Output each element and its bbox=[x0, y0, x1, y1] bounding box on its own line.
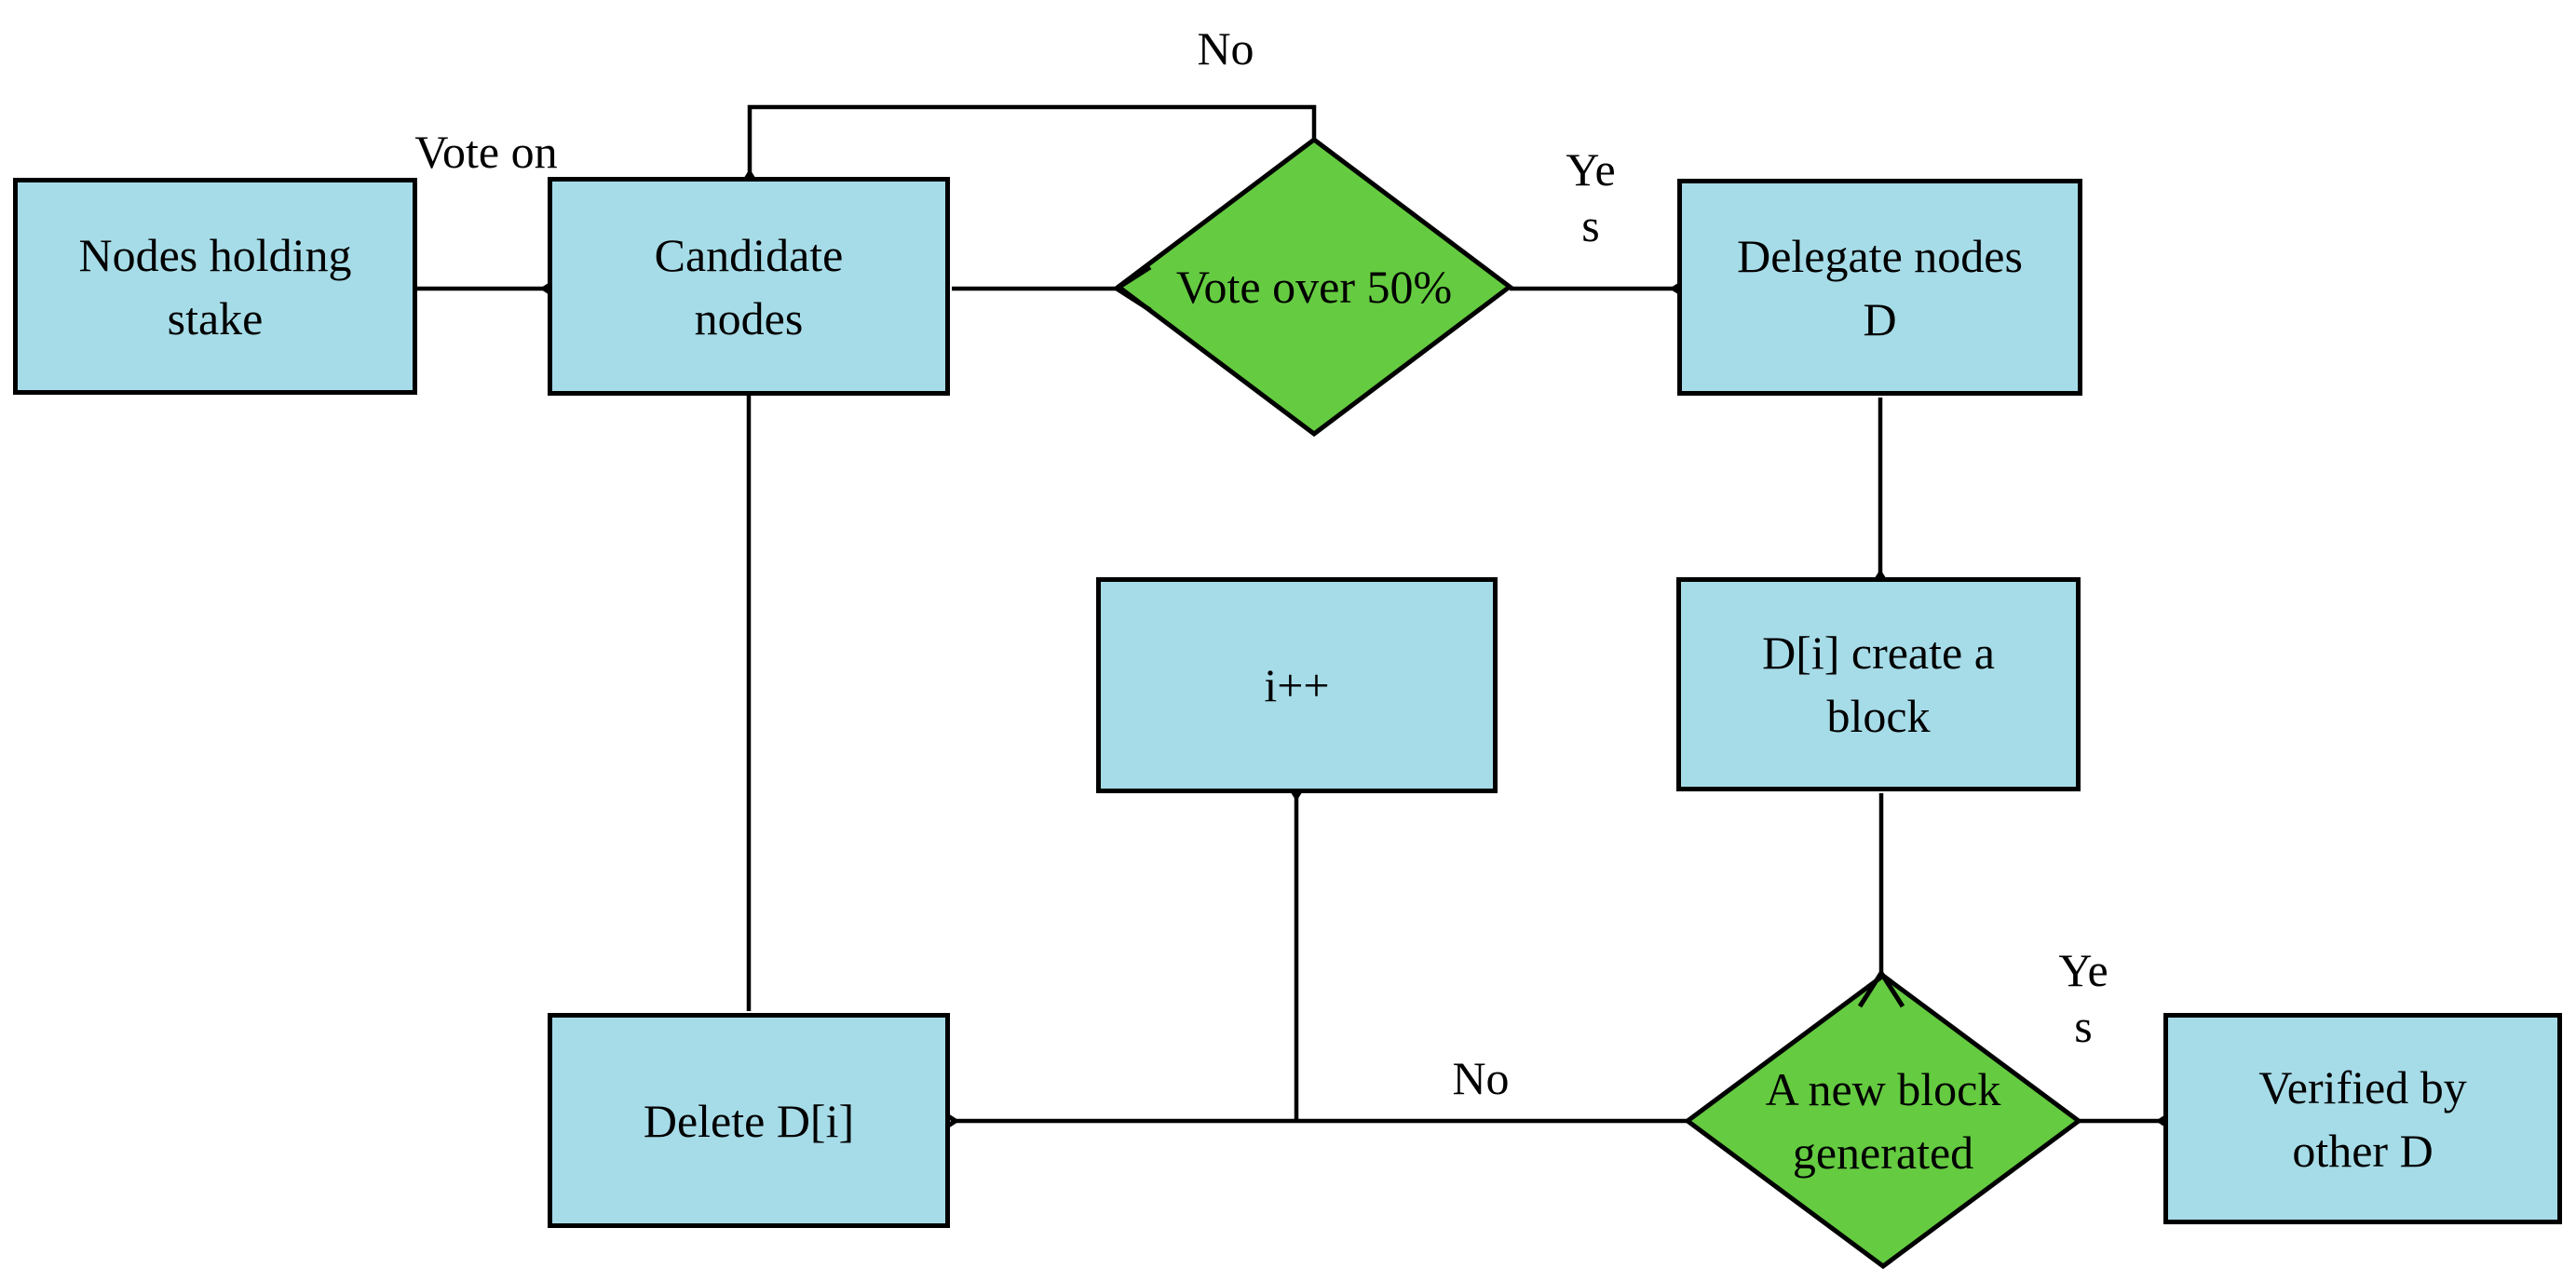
node-label-line: Delete D[i] bbox=[643, 1094, 855, 1147]
edge-label-line: Ye bbox=[1566, 143, 1616, 196]
node-label-line: nodes bbox=[694, 291, 804, 344]
flow-node-nodes-holding-stake: Nodes holding stake bbox=[13, 178, 417, 395]
flow-node-delete-d-i: Delete D[i] bbox=[548, 1013, 950, 1228]
flow-node-candidate-nodes: Candidate nodes bbox=[548, 177, 950, 396]
node-label-line: stake bbox=[167, 291, 264, 344]
decision-shape-a-new-block-generated bbox=[1683, 972, 2083, 1270]
edge-label-no-top: No bbox=[1197, 20, 1254, 76]
node-label-line: block bbox=[1826, 690, 1931, 742]
edge-label-line: No bbox=[1452, 1052, 1510, 1104]
flow-node-i-increment: i++ bbox=[1096, 577, 1498, 793]
edge-label-line: Ye bbox=[2058, 944, 2108, 996]
node-label-line: i++ bbox=[1264, 659, 1330, 711]
flow-node-verified-by-other-d: Verified by other D bbox=[2163, 1013, 2562, 1224]
node-label-line: Candidate bbox=[654, 228, 844, 281]
flow-node-d-i-create-a-block: D[i] create a block bbox=[1676, 577, 2081, 791]
node-label-line: A new block bbox=[1765, 1063, 2001, 1115]
node-label-line: Verified by bbox=[2258, 1060, 2467, 1113]
decision-shape-vote-over-50 bbox=[1114, 136, 1514, 438]
node-label-line: generated bbox=[1792, 1127, 1974, 1179]
node-label-line: Nodes holding bbox=[78, 228, 352, 281]
edge-label-line: No bbox=[1197, 22, 1254, 74]
flow-node-vote-over-50: Vote over 50% bbox=[1119, 140, 1510, 434]
flow-node-a-new-block-generated: A new block generated bbox=[1688, 976, 2079, 1266]
node-label-line: other D bbox=[2292, 1124, 2434, 1177]
edge-label-vote-on: Vote on bbox=[414, 124, 557, 180]
node-label-line: D bbox=[1863, 292, 1897, 345]
node-label-line: Delegate nodes bbox=[1737, 229, 2023, 282]
node-label-line: D[i] create a bbox=[1762, 627, 1995, 679]
edge-label-no-bottom: No bbox=[1452, 1050, 1509, 1106]
node-label-line: Vote over 50% bbox=[1175, 261, 1453, 313]
edge-label-line: s bbox=[2074, 1000, 2093, 1052]
edge-label-line: s bbox=[1581, 199, 1600, 251]
edge-vote-no-loop bbox=[750, 104, 1317, 173]
edge-label-line: Vote on bbox=[414, 126, 558, 178]
